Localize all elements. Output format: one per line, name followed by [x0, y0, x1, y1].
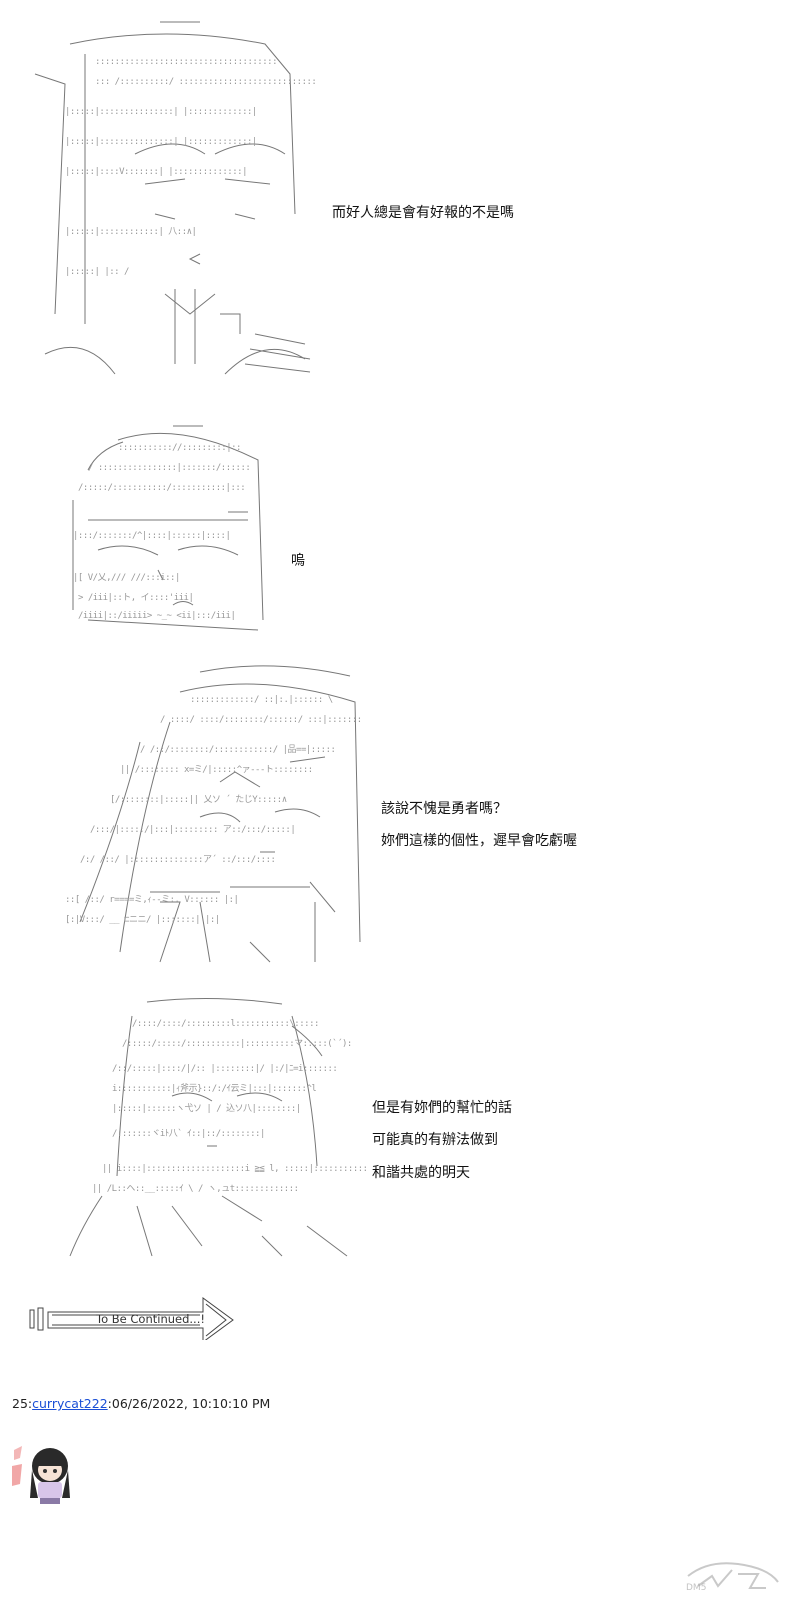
svg-text:/::::/::::/:::::::::l:::::::::: /::::/::::/:::::::::l:::::::::::\::::: [132, 1019, 319, 1029]
post-number: 25 [12, 1396, 28, 1411]
svg-text:DM5: DM5 [686, 1583, 706, 1593]
svg-text:|| /L::ヘ::__:::::ｲ \ / ヽ,ュ: || /L::ヘ::__:::::ｲ \ / ヽ,ュt::::::::::::: [92, 1184, 299, 1194]
svg-text:::[ /::/ r====ミ,ｨ--ミ:. V::: ::[ /::/ r====ミ,ｨ--ミ:. V:::::: |:| [65, 895, 238, 905]
post-username-link[interactable]: currycat222 [32, 1396, 108, 1411]
svg-text:/ ::::/ ::::/::::::::/::::::/: / ::::/ ::::/::::::::/::::::/ :::|::::::… [160, 715, 362, 725]
speech-panel-4-line-3: 和諧共處的明天 [372, 1165, 470, 1181]
chibi-girl-avatar-icon [12, 1446, 70, 1504]
svg-text:::::::::::://:::::::::|::: ::::::::::://:::::::::|:: [118, 443, 241, 453]
to-be-continued-arrow-icon [29, 1297, 234, 1343]
svg-text:/::/:::::|::::/|/:: |::::::::|: /::/:::::|::::/|/:: |::::::::|/ |:/|ﾆ=i:… [112, 1064, 337, 1074]
svg-text:|:::/:::::::/^|::::|::::::|:::: |:::/:::::::/^|::::|::::::|::::| [73, 531, 230, 541]
post-separator: : [27, 1396, 33, 1411]
speech-panel-3-line-2: 妳們這樣的個性，遲早會吃虧喔 [381, 833, 577, 849]
svg-text:|:::::|:::::::::::::::| |::::: |:::::|:::::::::::::::| |:::::::::::::| [65, 107, 257, 117]
panel-3-art-icon: :::::::::::::/ ::|:.|:::::: \ / ::::/ ::… [65, 665, 362, 963]
svg-text:[:|V:::/ __ ⊏ニニ/ |:::::::: [:|V:::/ __ ⊏ニニ/ |:::::::| |:| [65, 915, 220, 925]
svg-text:|| /:::::::: x=ミ/|:::::^ァ---ト:: || /:::::::: x=ミ/|:::::^ァ---ト:::::::: [120, 765, 313, 775]
svg-text:[/::::::::|:::::|| 乂ソ ´ たじY::: [/::::::::|:::::|| 乂ソ ´ たじY:::::∧ [110, 794, 287, 805]
speech-panel-1: 而好人總是會有好報的不是嗎 [332, 205, 514, 221]
speech-panel-2: 嗚 [291, 553, 305, 569]
svg-text:i:::::::::::|ｨ斧示}::/:/ｲ云ミ|:::|: i:::::::::::|ｨ斧示}::/:/ｲ云ミ|:::|:::::::^l [112, 1082, 316, 1094]
svg-text:|| i::::|::::::::::::::::::::i: || i::::|::::::::::::::::::::i ≧≦ l, :::… [102, 1164, 366, 1174]
post-timestamp: :06/26/2022, 10:10:10 PM [107, 1396, 271, 1411]
panel-2-art-icon: ::::::::::://:::::::::|:: / ::::::::::::… [72, 425, 264, 631]
ascii-art-panel-4: /::::/::::/:::::::::l:::::::::::\::::: /… [62, 996, 366, 1266]
svg-text:/:::::/:::::/:::::::::::|:::::: /:::::/:::::/:::::::::::|::::::::::マ::::… [122, 1038, 352, 1049]
speech-panel-3-line-1: 該說不愧是勇者嗎？ [381, 801, 507, 817]
svg-text:::: /::::::::::/ :::::::::::::: ::: /::::::::::/ :::::::::::::::::::::::… [95, 77, 315, 87]
svg-text:/:/ /::/ |:::::::::::::::ア´ :: /:/ /::/ |:::::::::::::::ア´ ::/:::/:::: [80, 854, 275, 865]
svg-text:/:::::/:::::::::::/:::::::::::: /:::::/:::::::::::/:::::::::::|::: [78, 483, 245, 493]
dm5-logo-icon: DM5 [686, 1562, 779, 1593]
svg-text:|:::::|::::::::::::| 八::∧: |:::::|::::::::::::| 八::∧| [65, 227, 196, 237]
speech-panel-4-line-2: 可能真的有辦法做到 [372, 1132, 498, 1148]
svg-text:> /iii|::ト, イ::::'iii|: > /iii|::ト, イ::::'iii| [78, 593, 193, 603]
svg-text:|:::::|::::::ヽ弋ソ | / 込ソ八|::::: |:::::|::::::ヽ弋ソ | / 込ソ八|::::::::| [112, 1102, 301, 1114]
ascii-art-panel-2: ::::::::::://:::::::::|:: / ::::::::::::… [68, 420, 268, 632]
panel-4-art-icon: /::::/::::/:::::::::l:::::::::::\::::: /… [69, 997, 366, 1257]
to-be-continued-label: To Be Continued...! [96, 1312, 205, 1326]
svg-text:::::::::::::::::::::::::::::::: ::::::::::::::::::::::::::::::::::::: [95, 57, 277, 67]
svg-text:/:::/|:::::/|:::|::::::::: ア:: /:::/|:::::/|:::|::::::::: ア::/:::/:::::… [90, 825, 295, 835]
panel-1-art-icon: ::::::::::::::::::::::::::::::::::::: ::… [34, 21, 315, 375]
svg-text:|:::::| |:: /: |:::::| |:: / [65, 267, 129, 277]
svg-text:/iiii|::/iiiii> ~_~ <ii|:::/ii: /iiii|::/iiiii> ~_~ <ii|:::/iii| [78, 611, 235, 621]
to-be-continued-banner: To Be Continued...! [28, 1296, 238, 1343]
ascii-art-panel-1: ::::::::::::::::::::::::::::::::::::: ::… [25, 14, 315, 386]
post-meta: 25:currycat222:06/26/2022, 10:10:10 PM [12, 1396, 270, 1411]
svg-text:/ /::/::::::::/::::::::::::/: / /::/::::::::/::::::::::::/ |品==|::::: [140, 744, 335, 755]
user-avatar [10, 1440, 74, 1506]
svg-text:|[ V/乂,/// ///:::i::|: |[ V/乂,/// ///:::i::| [73, 573, 180, 583]
svg-text::::::::::::::/ ::|:.|:::::: \: :::::::::::::/ ::|:.|:::::: \ [190, 695, 333, 705]
svg-text:/ ::::::::::::::::|:::::::/:::: / ::::::::::::::::|:::::::/:::::: [88, 463, 250, 473]
watermark: DM5 [678, 1556, 786, 1596]
ascii-art-panel-3: :::::::::::::/ ::|:.|:::::: \ / ::::/ ::… [60, 662, 376, 968]
speech-panel-4-line-1: 但是有妳們的幫忙的話 [372, 1100, 512, 1116]
svg-text:|:::::|:::::::::::::::| |::::: |:::::|:::::::::::::::| |:::::::::::::| [65, 137, 257, 147]
svg-text:|:::::|::::V:::::::| |::::::: |:::::|::::V:::::::| |::::::::::::::| [65, 167, 247, 177]
svg-text:/:::::::ヾiﾄ八` ｲ::|::/:::: /:::::::ヾiﾄ八` ｲ::|::/::::::::| [112, 1128, 265, 1139]
